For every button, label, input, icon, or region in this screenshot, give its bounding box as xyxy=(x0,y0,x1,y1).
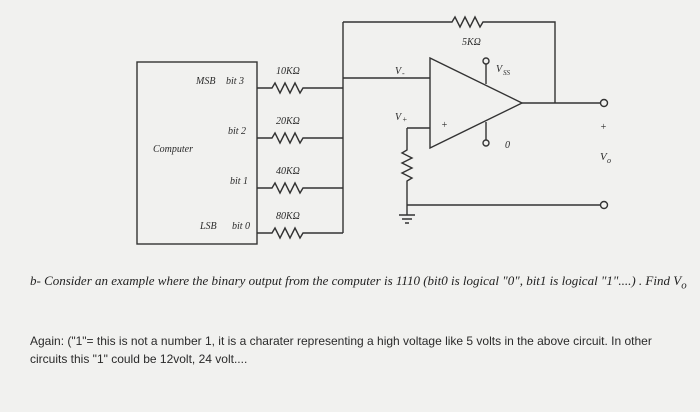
label-vminus-sub: - xyxy=(402,69,405,78)
question-body: b- Consider an example where the binary … xyxy=(30,273,682,288)
question-text: b- Consider an example where the binary … xyxy=(30,272,690,295)
ground-symbol xyxy=(399,205,415,224)
vss-terminal xyxy=(482,57,490,65)
ground-resistor xyxy=(400,128,414,205)
wire-bit0 xyxy=(257,226,343,240)
label-vss-sub: SS xyxy=(503,69,511,77)
supply-terminal-bottom xyxy=(482,139,490,147)
label-opamp-plus: + xyxy=(441,120,448,131)
output-terminal-top xyxy=(599,98,609,108)
label-vplus-sub: + xyxy=(402,115,407,124)
label-computer: Computer xyxy=(153,144,193,155)
label-bit1: bit 1 xyxy=(230,176,248,187)
label-r3: 40KΩ xyxy=(276,166,300,177)
label-msb: MSB xyxy=(195,76,215,87)
label-r2: 20KΩ xyxy=(276,116,300,127)
note-text: Again: ("1"= this is not a number 1, it … xyxy=(30,334,652,366)
label-r1: 10KΩ xyxy=(276,66,300,77)
label-vplus: V xyxy=(395,112,403,123)
computer-box xyxy=(136,61,258,245)
wire-bit2 xyxy=(257,131,343,145)
label-bit2: bit 2 xyxy=(228,126,246,137)
wire-bit3 xyxy=(257,81,343,95)
label-output-plus: + xyxy=(600,122,607,133)
label-r4: 80KΩ xyxy=(276,211,300,222)
label-lsb: LSB xyxy=(199,221,217,232)
label-rf: 5KΩ xyxy=(462,37,481,48)
feedback-resistor xyxy=(343,15,556,103)
wire-bit1 xyxy=(257,181,343,195)
question-sub: o xyxy=(681,279,687,292)
opamp-triangle xyxy=(429,56,524,150)
label-vout: V xyxy=(600,151,608,163)
label-vminus: V xyxy=(395,66,403,77)
label-zero: 0 xyxy=(505,140,510,151)
label-vss: V xyxy=(496,64,504,75)
output-terminal-bottom xyxy=(599,200,609,210)
label-bit0: bit 0 xyxy=(232,221,250,232)
label-bit3: bit 3 xyxy=(226,76,244,87)
label-vout-sub: o xyxy=(607,156,611,165)
